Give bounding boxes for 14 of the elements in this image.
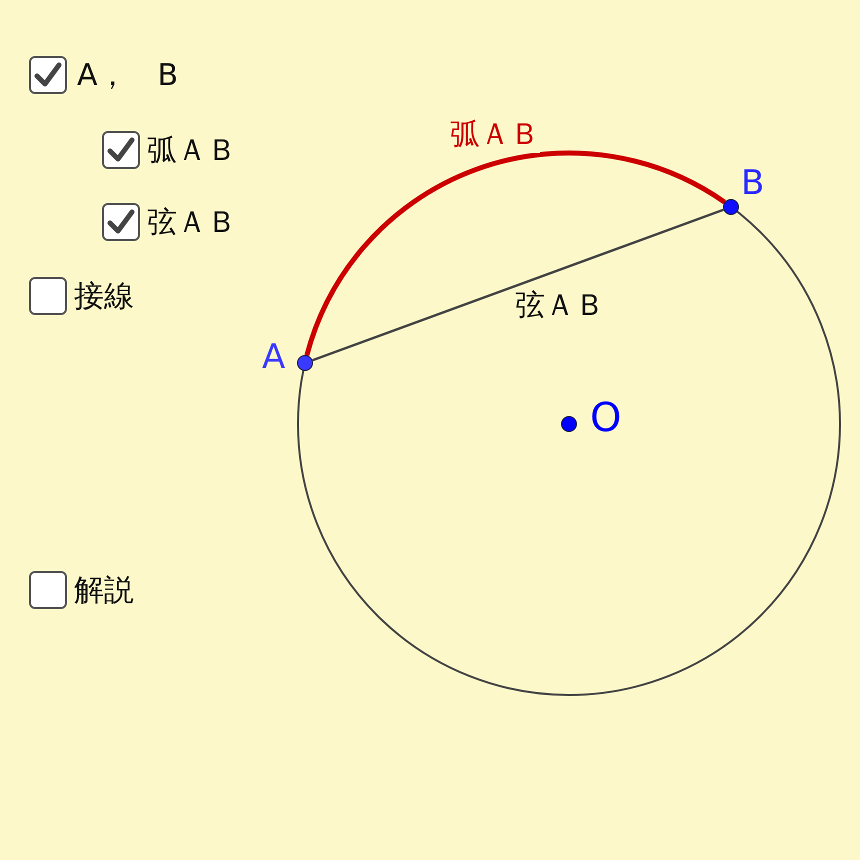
point xyxy=(723,199,739,215)
checkbox-label: 弧ＡＢ xyxy=(147,133,237,169)
checkbox-label: 弦ＡＢ xyxy=(147,205,237,241)
checkbox-label: A， B xyxy=(77,58,178,94)
chord-line xyxy=(312,208,724,362)
point-label: B xyxy=(741,163,764,203)
point-label: O xyxy=(590,398,622,438)
point-label: A xyxy=(262,337,286,377)
point xyxy=(561,416,577,432)
arc xyxy=(304,150,726,356)
checkbox-label: 解説 xyxy=(74,573,134,609)
point xyxy=(297,355,313,371)
checkbox-label: 接線 xyxy=(74,279,134,315)
edge-label: 弧ＡＢ xyxy=(450,117,540,153)
